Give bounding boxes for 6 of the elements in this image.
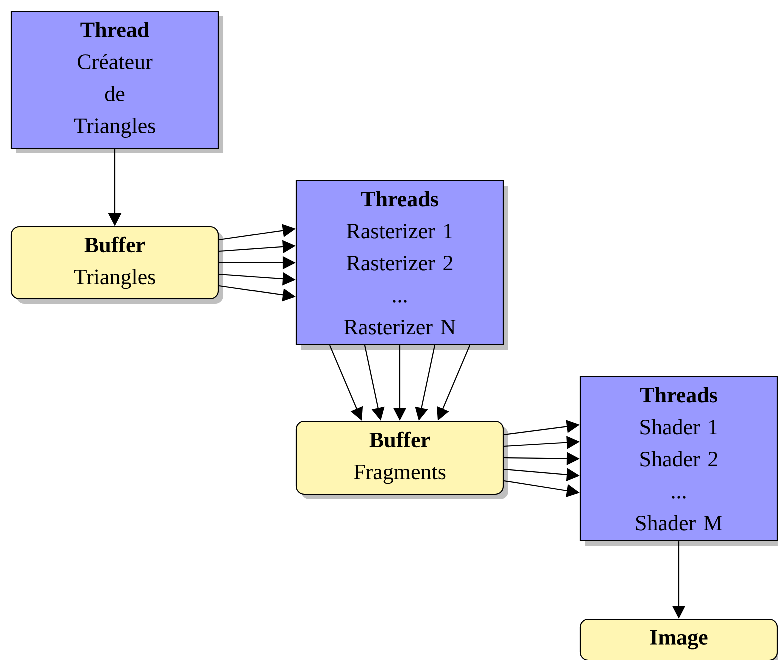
process-box: Threads Shader 1 Shader 2 ... Shader M [580,376,778,546]
process-box: Thread Créateur de Triangles [10,10,224,154]
process-box: Threads Rasterizer 1 Rasterizer 2 ... Rasterizer N [296,180,508,350]
buffer-box: Buffer Fragments [296,420,508,500]
buffer-box: Image [580,618,778,660]
buffer-box: Buffer Triangles [10,226,224,304]
